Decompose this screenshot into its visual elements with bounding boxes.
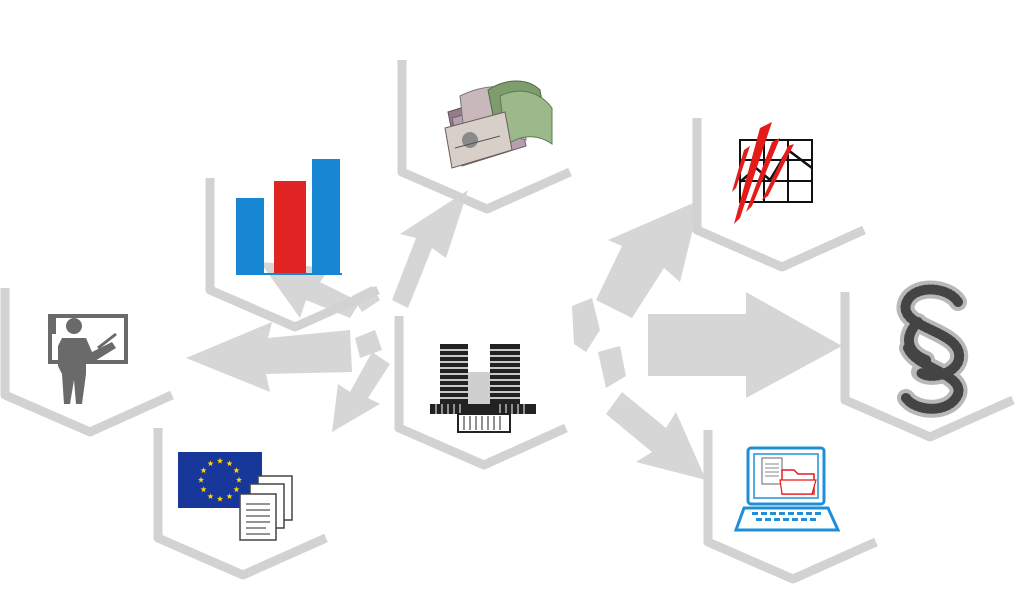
eu-star: [233, 486, 240, 493]
banknotes-icon: [444, 80, 553, 169]
eu-flag-documents-icon: [178, 452, 293, 541]
hex-frame-market-analysis: [692, 118, 866, 272]
eu-star: [233, 467, 240, 474]
paragraph-icon: [896, 280, 969, 418]
eu-star: [216, 457, 224, 464]
eu-star: [207, 460, 214, 467]
bar: [312, 159, 340, 274]
eu-star: [226, 493, 233, 500]
hex-frame-it-systems: [703, 430, 878, 584]
arrow-to-it-systems: [606, 392, 706, 480]
arrow-to-legal: [648, 292, 842, 398]
hex-frame-eu-documents: [153, 428, 328, 580]
eu-star: [207, 493, 214, 500]
hex-frame-center: [394, 316, 568, 470]
hex-frame-legal: [840, 292, 1015, 442]
arrow-fragment: [598, 346, 626, 388]
hex-frame-statistics: [205, 178, 380, 332]
eu-stars: [197, 457, 243, 502]
bar: [236, 198, 264, 274]
arrows: [186, 190, 842, 480]
line-chart-icon: [732, 122, 813, 224]
eu-star: [200, 486, 207, 493]
laptop-folder-icon: [733, 446, 841, 532]
hex-frame-training: [0, 288, 174, 437]
arrow-to-statistics: [260, 262, 360, 318]
eu-star: [226, 460, 233, 467]
eu-star: [200, 467, 207, 474]
arrow-to-market-analysis: [596, 200, 700, 318]
eu-star: [197, 476, 205, 483]
hex-frame-finance: [397, 60, 572, 214]
eu-star: [216, 495, 224, 502]
arrow-fragment: [572, 298, 600, 352]
bar: [274, 181, 306, 274]
documents: [239, 475, 293, 541]
eu-star: [235, 476, 243, 483]
building-icon: [430, 344, 536, 433]
bar-chart-icon: [236, 159, 342, 275]
arrow-to-finance: [392, 190, 468, 308]
arrow-fragment: [355, 330, 382, 358]
presenter-icon: [48, 314, 128, 404]
arrow-to-eu: [332, 352, 390, 432]
arrow-to-training: [186, 322, 352, 392]
